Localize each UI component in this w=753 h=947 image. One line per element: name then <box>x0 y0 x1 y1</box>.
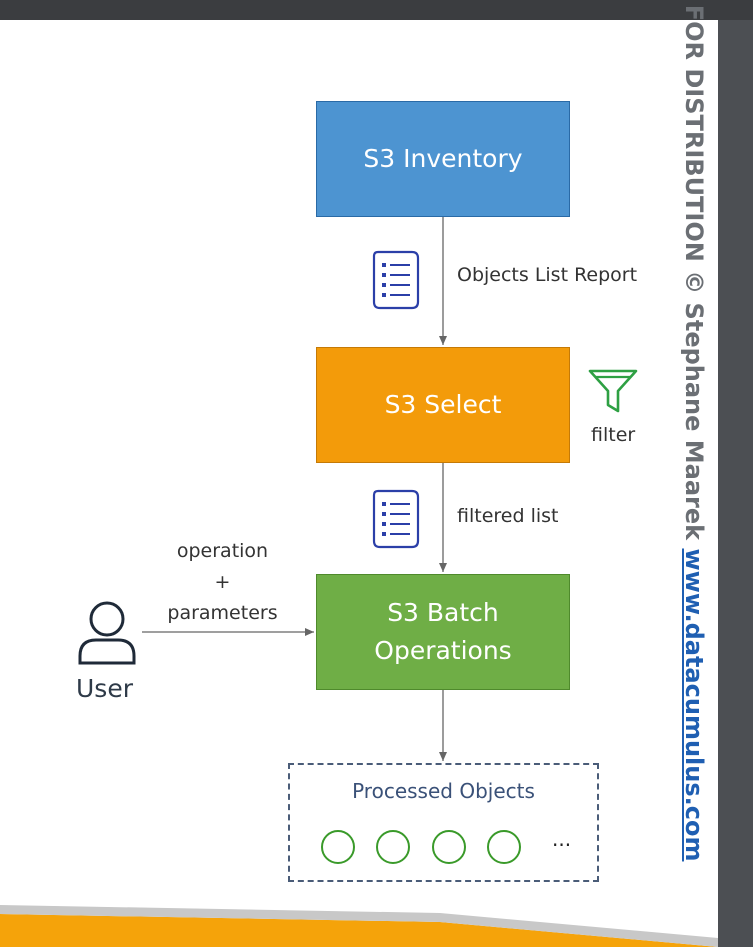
object-circle-icon <box>321 830 355 864</box>
right-edge-strip <box>718 20 753 947</box>
document-list-icon <box>372 489 420 549</box>
watermark-copyright: T FOR DISTRIBUTION © Stephane Maarek <box>680 0 708 549</box>
bottom-gray-edge <box>0 905 718 947</box>
user-label: User <box>76 674 133 703</box>
object-circle-icon <box>376 830 410 864</box>
s3-inventory-node: S3 Inventory <box>316 101 570 217</box>
filter-funnel-icon <box>588 369 638 413</box>
processed-objects-title: Processed Objects <box>352 779 535 803</box>
document-list-icon <box>372 250 420 310</box>
filter-label: filter <box>591 424 636 446</box>
objects-list-report-label: Objects List Report <box>457 264 638 286</box>
s3-batch-operations-node: S3 Batch Operations <box>316 574 570 690</box>
processed-objects-container: Processed Objects ... <box>288 763 599 882</box>
object-circle-icon <box>432 830 466 864</box>
s3-select-node: S3 Select <box>316 347 570 463</box>
user-icon <box>78 601 136 665</box>
filtered-list-label: filtered list <box>457 505 559 527</box>
object-circle-icon <box>487 830 521 864</box>
top-bar <box>0 0 753 20</box>
operation-parameters-label: operation + parameters <box>167 540 278 624</box>
watermark-link[interactable]: www.datacumulus.com <box>680 548 708 862</box>
watermark-text-container: T FOR DISTRIBUTION © Stephane Maarek www… <box>680 0 708 861</box>
more-objects-ellipsis: ... <box>552 827 572 851</box>
bottom-accent-band <box>0 914 718 947</box>
watermark: T FOR DISTRIBUTION © Stephane Maarek www… <box>676 0 716 920</box>
